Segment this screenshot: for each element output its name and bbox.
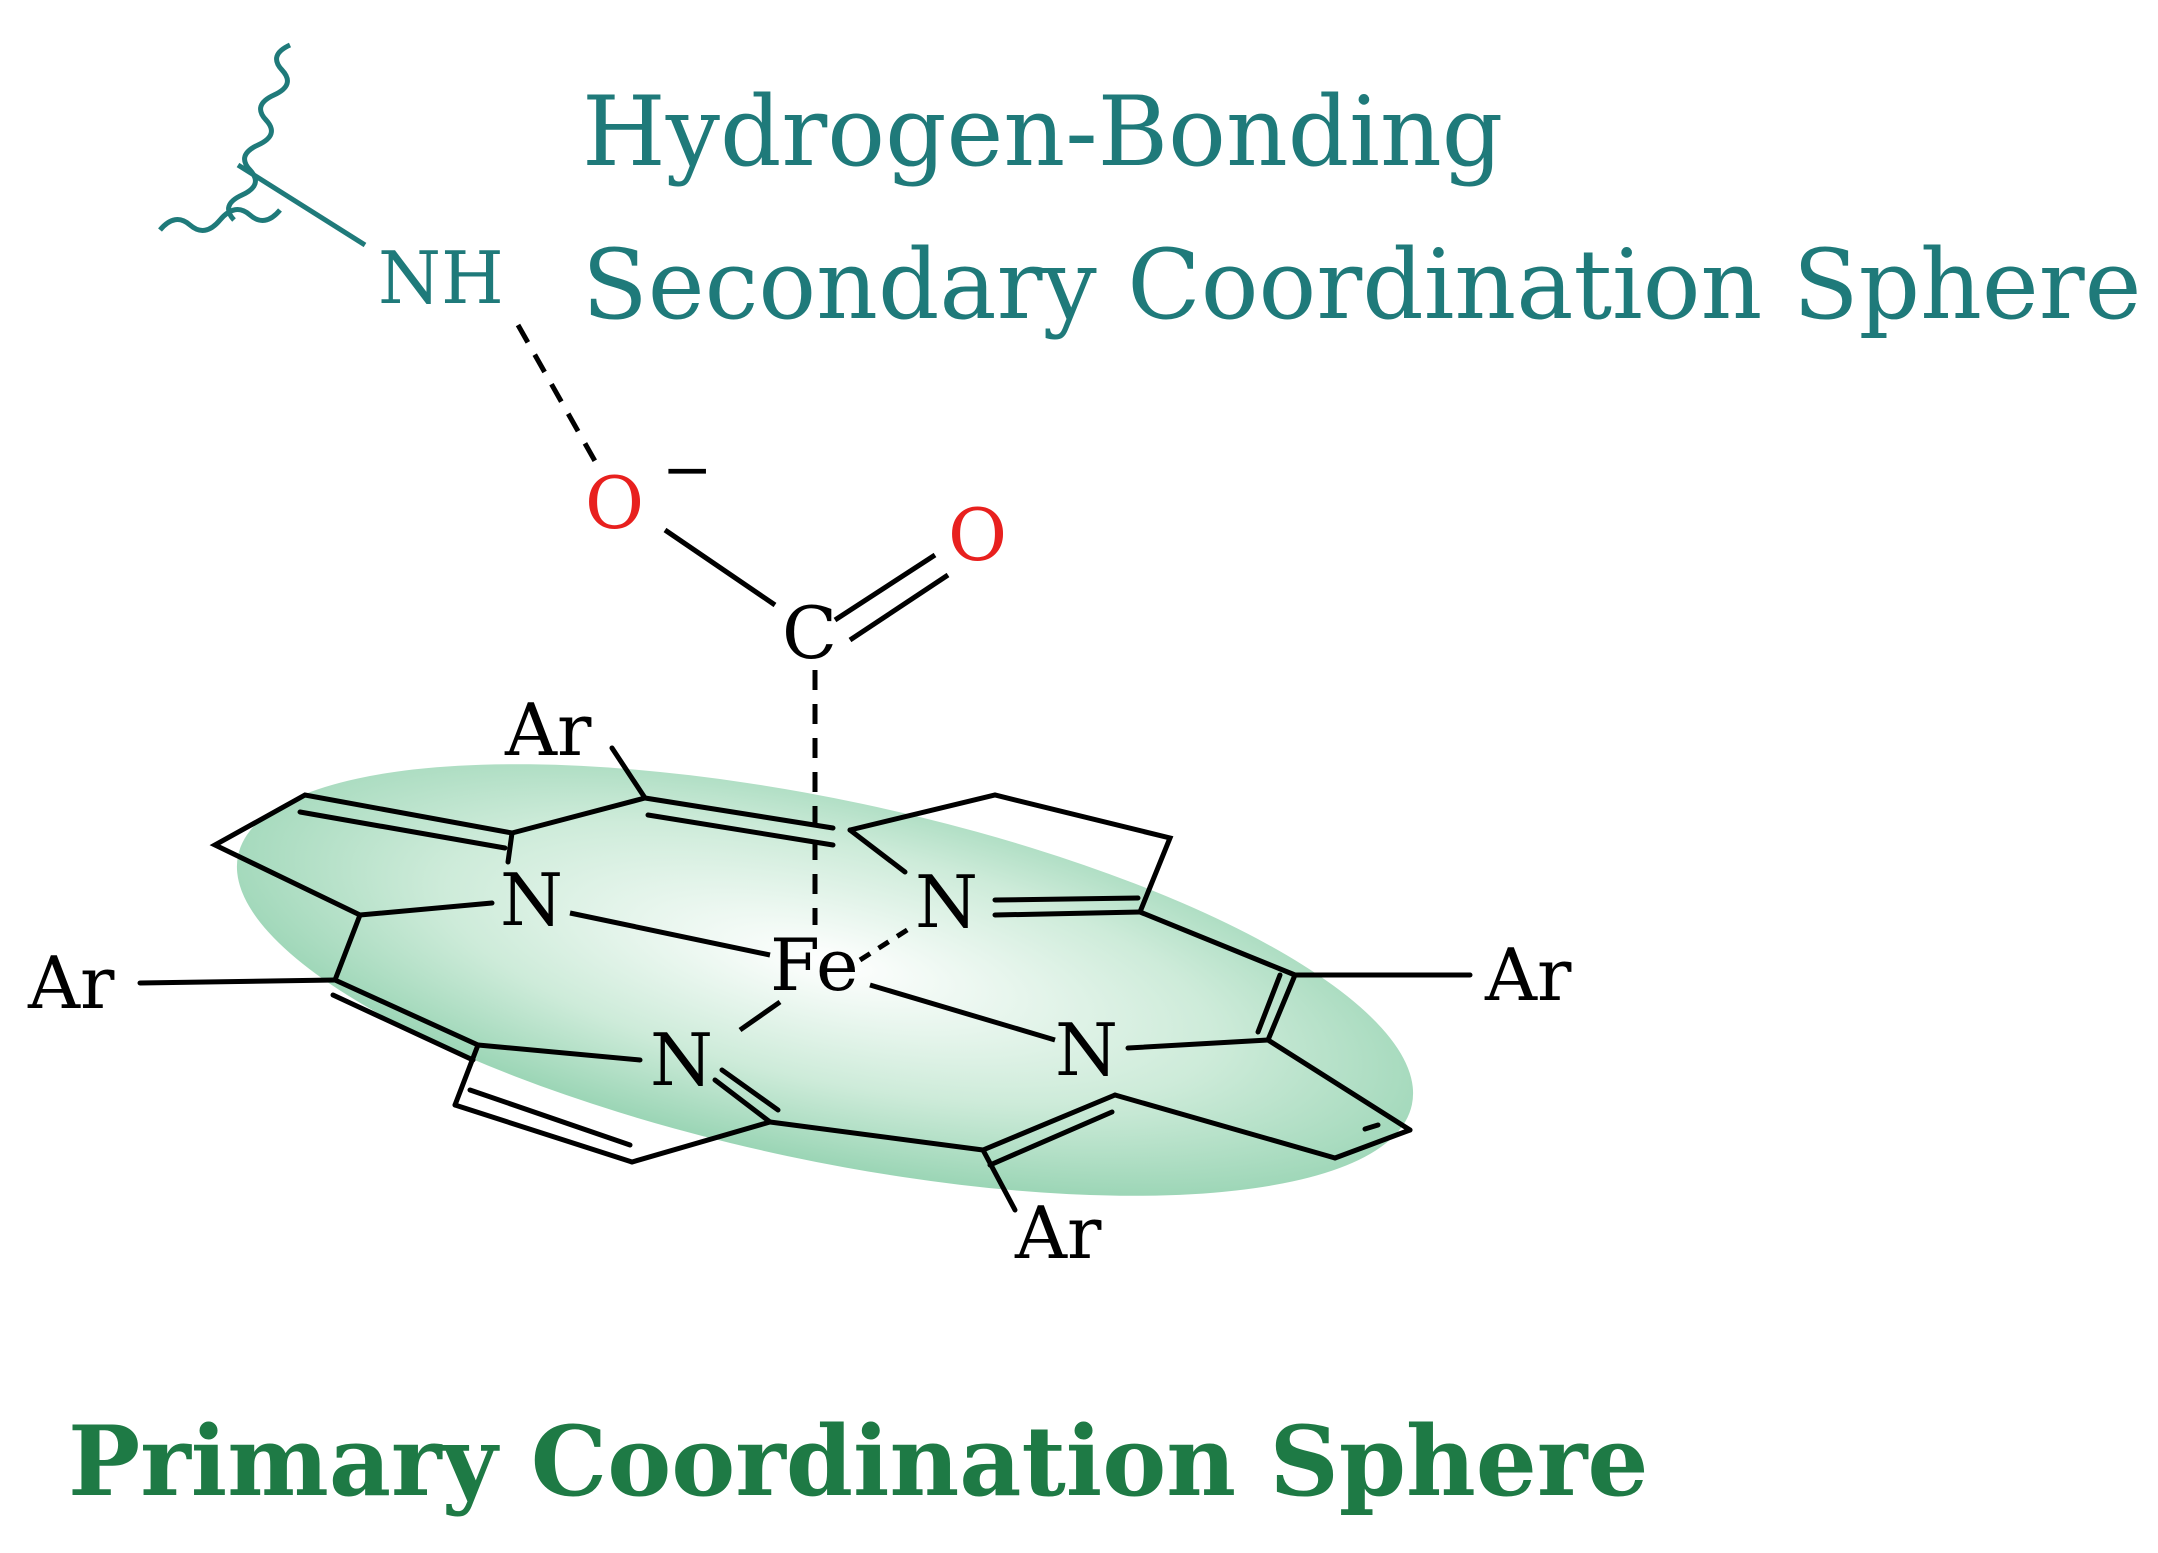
fe-n-bonds xyxy=(569,910,1056,1043)
oxygen-anion-label: O xyxy=(585,461,644,545)
secondary-sphere-caption-line1: Hydrogen-Bonding xyxy=(582,76,1503,188)
nitrogen-lower-left-label: N xyxy=(650,1018,713,1102)
carbonyl-oxygen-label: O xyxy=(948,493,1007,577)
primary-sphere-caption: Primary Coordination Sphere xyxy=(68,1405,1648,1518)
wavy-attachment-icon xyxy=(158,42,292,233)
co2-bonds xyxy=(663,527,950,643)
carbon-label: C xyxy=(782,591,837,675)
aryl-right-label: Ar xyxy=(1484,933,1572,1017)
aryl-top-label: Ar xyxy=(504,688,592,772)
fe-n-dashed-bond xyxy=(858,922,917,963)
nitrogen-upper-left-label: N xyxy=(500,858,563,942)
nh-tether xyxy=(158,42,367,248)
oxygen-charge-label: − xyxy=(662,435,712,505)
nh-label: NH xyxy=(378,236,504,320)
porphyrin-bonds xyxy=(137,745,1473,1213)
aryl-bottom-label: Ar xyxy=(1014,1191,1102,1275)
primary-sphere-disk xyxy=(236,764,1414,1196)
iron-label: Fe xyxy=(770,923,859,1007)
dashed-bonds xyxy=(515,323,818,925)
nitrogen-lower-right-label: N xyxy=(1055,1008,1118,1092)
aryl-left-label: Ar xyxy=(27,941,115,1025)
secondary-sphere-caption-line2: Secondary Coordination Sphere xyxy=(582,229,2141,341)
nitrogen-upper-right-label: N xyxy=(915,860,978,944)
